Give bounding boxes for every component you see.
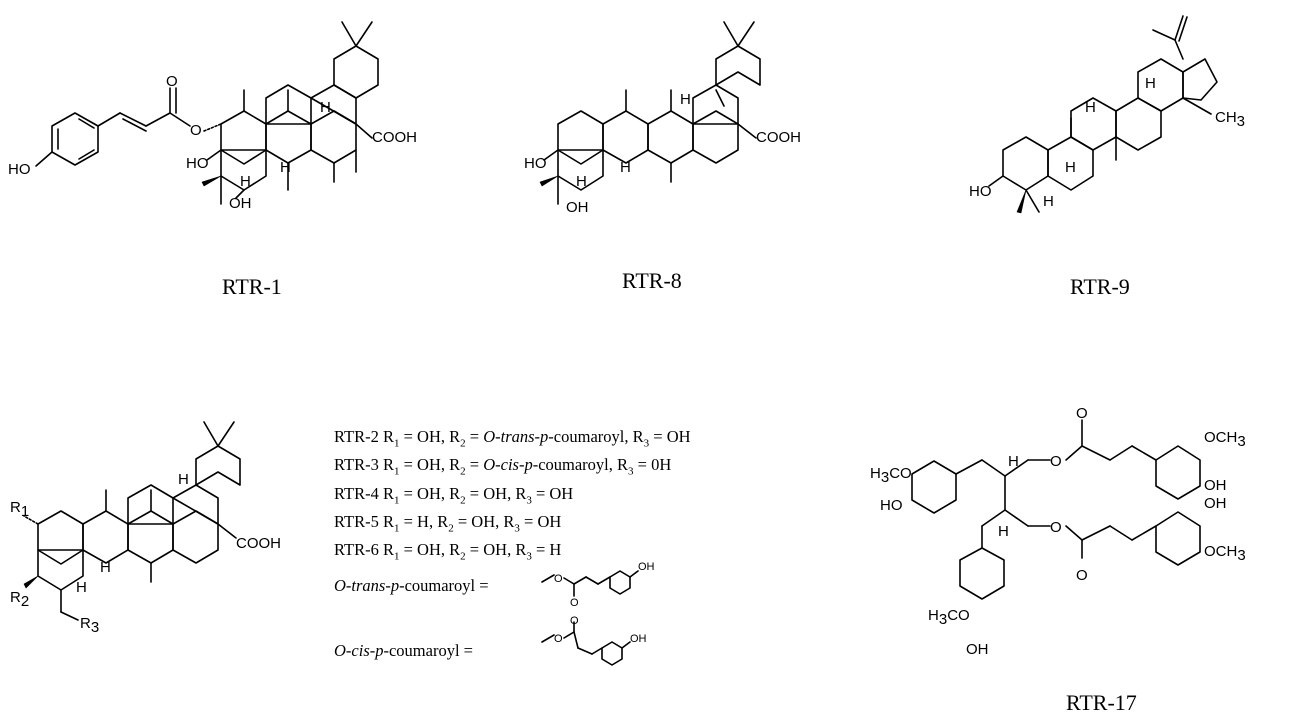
cis-coumaroyl-structure: O O OH <box>541 615 647 666</box>
c3-hydroxyl-label: HO <box>186 155 209 172</box>
legend-row-r3: H <box>549 540 562 560</box>
compound-label-rtr1: RTR-1 <box>222 274 282 299</box>
legend-row-r3: 0H <box>651 455 672 475</box>
legend-row-id: RTR-6 <box>334 540 379 560</box>
h-label: H <box>1065 159 1076 176</box>
legend-row: RTR-4 R1 = OH, R2 = OH, R3 = OH <box>334 483 574 506</box>
carbonyl-o-label: O <box>166 73 178 90</box>
hydroxyl-label: OH <box>638 561 655 573</box>
carboxyl-label: COOH <box>756 129 801 146</box>
h-label: H <box>76 579 87 596</box>
h-label: H <box>998 523 1009 540</box>
legend-row-r1: H <box>417 511 429 531</box>
trans-coumaroyl-definition: O-trans-p-coumaroyl = <box>334 576 489 595</box>
h-label: H <box>320 99 331 116</box>
compound-label-rtr8: RTR-8 <box>622 268 682 293</box>
cis-coumaroyl-definition: O-cis-p-coumaroyl = <box>334 641 473 660</box>
rtr8-structure: HO OH H COOH H H <box>524 21 801 216</box>
legend-row: RTR-6 R1 = OH, R2 = OH, R3 = H <box>334 540 562 563</box>
hydroxyl-label: OH <box>1204 495 1227 512</box>
generic-scaffold-structure: R1 R2 R3 COOH H H H <box>10 421 281 636</box>
legend-row-r3: OH <box>666 427 691 446</box>
hydroxyl-label: OH <box>966 641 989 658</box>
rtr17-structure: H3CO HO H O O OCH3 OH H H3CO OH O O OH O… <box>870 405 1246 658</box>
hydroxyl-label: HO <box>880 497 903 514</box>
carbonyl-o-label: O <box>1076 567 1088 584</box>
methoxy-label: H3CO <box>870 465 912 486</box>
h-label: H <box>576 173 587 190</box>
legend-row-id: RTR-3 <box>334 455 379 475</box>
legend-row-r2: O-cis-p-coumaroyl <box>483 455 609 475</box>
c3-hydroxyl-label: HO <box>969 183 992 200</box>
hydroxyl-label: HO <box>8 161 31 178</box>
c3-hydroxyl-label: HO <box>524 155 547 172</box>
r1-label: R1 <box>10 499 29 520</box>
legend-row: RTR-2 R1 = OH, R2 = O-trans-p-coumaroyl,… <box>334 427 691 450</box>
hydroxymethyl-label: OH <box>566 199 589 216</box>
h-label: H <box>620 159 631 176</box>
compound-label-rtr17: RTR-17 <box>1066 690 1137 715</box>
legend-row-r1: OH <box>417 427 441 446</box>
legend-row-r1: OH <box>417 455 441 475</box>
legend-row-r3: OH <box>537 511 562 531</box>
legend-row-r1: OH <box>417 483 441 503</box>
h-label: H <box>1008 453 1019 470</box>
methyl-label: CH3 <box>1215 109 1245 130</box>
legend-row-r2: O-trans-p-coumaroyl <box>483 427 625 446</box>
hydroxyl-label: OH <box>630 633 647 645</box>
methoxy-label: OCH3 <box>1204 543 1246 564</box>
hydroxymethyl-label: OH <box>229 195 252 212</box>
legend-row: RTR-3 R1 = OH, R2 = O-cis-p-coumaroyl, R… <box>334 455 672 478</box>
ester-o-label: O <box>554 573 563 585</box>
h-label: H <box>100 559 111 576</box>
legend-row-r1: OH <box>417 540 441 560</box>
h-label: H <box>178 471 189 488</box>
carbonyl-o-label: O <box>570 597 579 609</box>
hydroxyl-label: OH <box>1204 477 1227 494</box>
h-label: H <box>280 159 291 176</box>
rtr9-structure: HO H CH3 H H H <box>969 15 1245 214</box>
r2-label: R2 <box>10 589 29 610</box>
legend-row-r2: OH <box>483 540 508 560</box>
ester-o-label: O <box>1050 519 1062 536</box>
substituent-legend: RTR-2 R1 = OH, R2 = O-trans-p-coumaroyl,… <box>334 426 691 567</box>
h-label: H <box>1145 75 1156 92</box>
legend-row-id: RTR-2 <box>334 427 379 446</box>
ester-o-label: O <box>554 633 563 645</box>
legend-row-id: RTR-5 <box>334 511 379 531</box>
h-label: H <box>680 91 691 108</box>
carboxyl-label: COOH <box>372 129 417 146</box>
legend-row-id: RTR-4 <box>334 483 379 503</box>
legend-row-r2: OH <box>483 483 508 503</box>
carboxyl-label: COOH <box>236 535 281 552</box>
carbonyl-o-label: O <box>570 615 579 627</box>
methoxy-label: H3CO <box>928 607 970 628</box>
h-label: H <box>1043 193 1054 210</box>
legend-row-r2: OH <box>471 511 496 531</box>
trans-coumaroyl-structure: O O OH <box>541 561 655 609</box>
legend-row: RTR-5 R1 = H, R2 = OH, R3 = OH <box>334 511 562 535</box>
rtr1-structure: HO O O HO OH H H H COOH <box>8 21 417 212</box>
h-label: H <box>1085 99 1096 116</box>
h-label: H <box>240 173 251 190</box>
ester-o-label: O <box>1050 453 1062 470</box>
ester-o-label: O <box>190 122 202 139</box>
compound-label-rtr9: RTR-9 <box>1070 274 1130 299</box>
legend-row-r3: OH <box>549 483 574 503</box>
carbonyl-o-label: O <box>1076 405 1088 422</box>
methoxy-label: OCH3 <box>1204 429 1246 450</box>
r3-label: R3 <box>80 615 99 636</box>
